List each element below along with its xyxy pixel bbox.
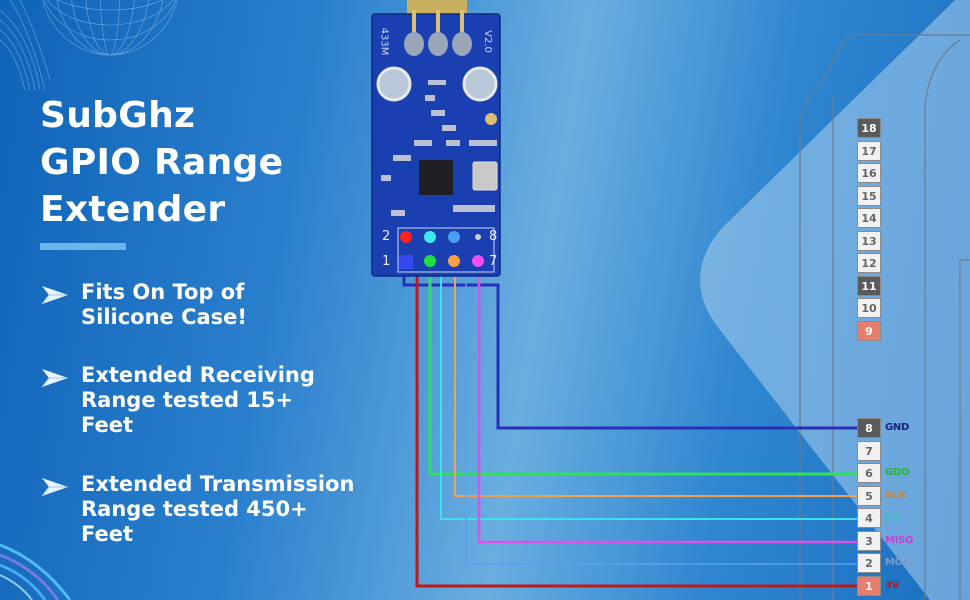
header-pin-num-bottom-left: 1 — [382, 254, 391, 269]
header-pin-num-top-right: 8 — [489, 229, 498, 244]
feature-text-line: Feet — [81, 522, 134, 546]
wireframe-globe-decoration — [0, 0, 178, 91]
gpio-pin-label: SCK — [885, 489, 907, 501]
gpio-pin-12: 12 — [857, 253, 881, 273]
feature-item: Extended Transmission Range tested 450+ … — [40, 472, 381, 547]
gpio-pin-3: 3 — [857, 530, 881, 551]
pin-dot-3v — [400, 231, 412, 243]
headline: SubGhz GPIO Range Extender — [40, 92, 283, 233]
pin-dot-sck — [448, 255, 460, 267]
feature-text-line: Feet — [81, 413, 134, 437]
feature-item: Extended Receiving Range tested 15+ Feet — [40, 363, 381, 438]
header-pin-num-top-left: 2 — [382, 229, 391, 244]
pin-dot-nc — [475, 234, 481, 240]
light-accent-shape — [700, 0, 970, 600]
chevron-arrow-icon — [41, 369, 68, 388]
feature-text-line: Range tested 15+ — [81, 388, 294, 412]
gpio-pin-18: 18 — [857, 118, 881, 138]
gpio-pin-16: 16 — [857, 163, 881, 183]
headline-line-2: GPIO Range — [40, 142, 284, 183]
gpio-pin-11: 11 — [857, 275, 881, 296]
chevron-arrow-icon — [41, 478, 68, 497]
gpio-pin-label: MOSI — [885, 557, 914, 568]
pin-dot-mosi — [448, 231, 460, 243]
headline-block: SubGhz GPIO Range Extender — [40, 92, 283, 250]
gpio-pin-5: 5 — [857, 485, 881, 506]
chip-ic — [419, 160, 453, 195]
pin-dot-gnd — [399, 255, 413, 269]
gpio-pin-label: MISO — [885, 534, 914, 546]
feature-text-line: Range tested 450+ — [81, 497, 308, 521]
gpio-pin-label: 3V — [885, 579, 900, 591]
pcb-version-label: V2.0 — [481, 30, 493, 53]
feature-text-line: Extended Transmission — [81, 472, 355, 496]
crystal — [472, 161, 498, 191]
header-pin-num-bottom-right: 7 — [489, 254, 498, 269]
device-case-outline — [799, 34, 970, 600]
gpio-pin-6: 6 — [857, 463, 881, 483]
feature-text-line: Silicone Case! — [81, 305, 248, 329]
gpio-pin-15: 15 — [857, 185, 881, 206]
headline-line-1: SubGhz — [40, 95, 196, 136]
pin-dot-cs — [424, 231, 436, 243]
gpio-pin-14: 14 — [857, 208, 881, 228]
feature-text-line: Extended Receiving — [81, 363, 315, 387]
pin-dot-gdo — [424, 255, 436, 267]
gpio-pin-13: 13 — [857, 230, 881, 251]
feature-item: Fits On Top of Silicone Case! — [40, 280, 381, 330]
wire-miso — [477, 262, 858, 544]
chevron-arrow-icon — [41, 286, 68, 305]
pcb-freq-label: 433M — [378, 27, 390, 56]
wire-gnd — [402, 262, 858, 430]
gpio-pin-10: 10 — [857, 298, 881, 318]
headline-line-3: Extender — [40, 189, 226, 230]
gpio-pin-2: 2 — [857, 553, 881, 573]
cc1101-module — [371, 0, 501, 277]
wire-sck — [454, 262, 858, 497]
gpio-pin-label: CS — [885, 512, 900, 523]
swirl-decoration — [0, 543, 72, 600]
gpio-pin-7: 7 — [857, 440, 881, 461]
gpio-pin-label: GDO — [885, 467, 910, 478]
gpio-pin-8: 8 — [857, 418, 881, 438]
wire-gdo — [428, 262, 858, 476]
feature-text-line: Fits On Top of — [81, 280, 245, 304]
gpio-pin-9: 9 — [857, 320, 881, 341]
gpio-pin-label: GND — [885, 422, 909, 433]
headline-underline — [40, 243, 126, 250]
gpio-pin-17: 17 — [857, 140, 881, 161]
pin-dot-miso — [472, 255, 484, 267]
gpio-pin-4: 4 — [857, 508, 881, 528]
gpio-pin-1: 1 — [857, 575, 881, 596]
